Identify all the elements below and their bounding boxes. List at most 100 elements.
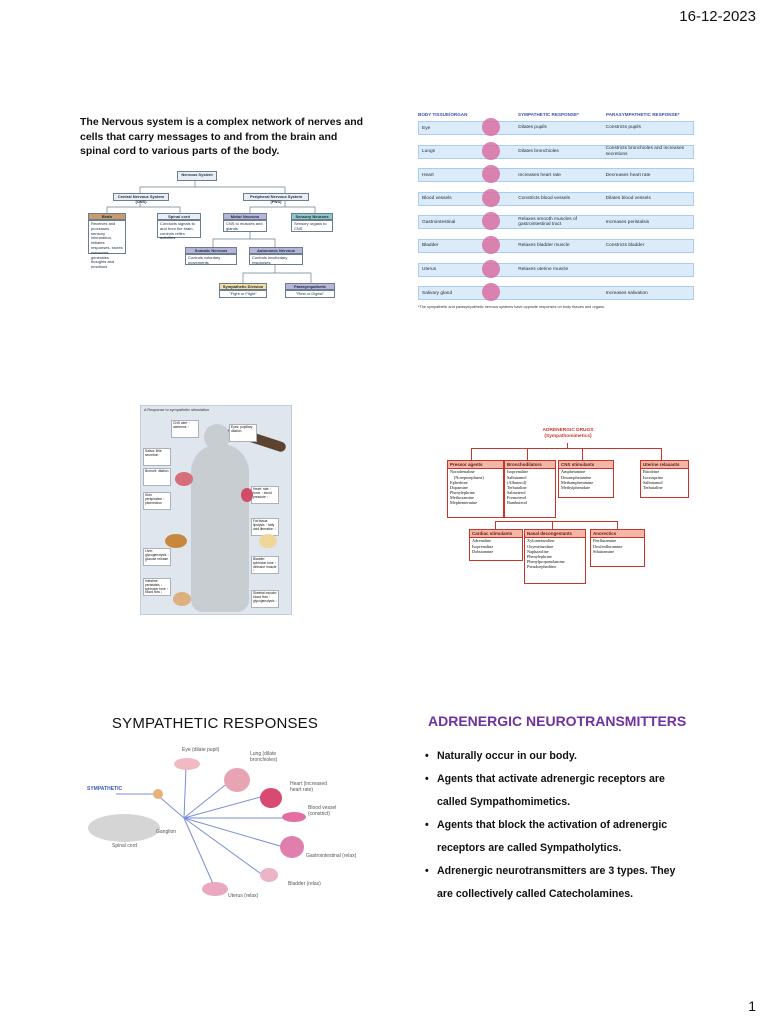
drug-item: Noradrenaline: [450, 469, 475, 475]
table-row: Bladder Relaxes bladder muscle Constricts …: [418, 235, 694, 254]
box-brain: Brain: [88, 213, 126, 220]
box-somatic: Somatic Nervous System: [185, 247, 237, 258]
organ-icon-cell: [463, 165, 519, 184]
organ-icon-cell: [463, 141, 519, 160]
label-eyes: Eyes: pupillary dilation: [229, 424, 257, 442]
cell-sympathetic: Relaxes bladder muscle: [518, 243, 570, 249]
drug-item: Phenylephrine: [527, 553, 552, 559]
label-heart: Heart (increased heart rate): [290, 781, 327, 793]
connector: [582, 448, 583, 460]
organ-icon: [481, 259, 500, 278]
connector: [617, 521, 618, 529]
organ-icon-cell: [463, 259, 519, 278]
box-parasympathetic-desc: "Rest or Digest": [285, 290, 335, 298]
bullet-item: Naturally occur in our body.: [425, 745, 695, 768]
box-cns: Central Nervous System (CNS): [113, 193, 169, 204]
connector: [527, 448, 528, 460]
drug-item: Terbutaline: [507, 484, 527, 490]
box-autonomic: Autonomic Nervous System: [249, 247, 303, 258]
cell-sympathetic: Relaxes smooth muscles of gastrointestin…: [518, 217, 577, 228]
label-fat: Fat tissue: lipolysis ↑ fatty acid liber…: [251, 518, 279, 536]
drug-group-uterine-relaxants: Uterine relaxants Ritodrine Isoxsuprine …: [640, 460, 689, 498]
box-pns: Peripheral Nervous System (PNS): [243, 193, 309, 204]
sympathetic-tag: SYMPATHETIC: [87, 786, 123, 792]
organ-icon-cell: [463, 283, 519, 302]
drug-group-anorectics: Anorectics Fenfluramine Dexfenfluramine …: [590, 529, 645, 567]
autonomic-responses-table: BODY TISSUE/ORGAN SYMPATHETIC RESPONSE* …: [418, 112, 694, 310]
lungs-icon: [175, 472, 193, 486]
box-nervous-system: Nervous System: [177, 171, 217, 181]
label-ganglion: Ganglion: [156, 829, 177, 835]
drugs-title: ADRENERGIC DRUGS (Sympathomimetics): [447, 428, 689, 440]
intestine-icon: [173, 592, 191, 606]
drug-item: Salbutamol: [643, 479, 663, 485]
cell-parasympathetic: Increases peristalsis: [605, 219, 650, 225]
cell-organ: Gastrointestinal: [422, 219, 456, 225]
sympathetic-responses-figure: SYMPATHETIC Eye (dilate pupil) Lung (dil…: [84, 747, 364, 908]
drug-item: Naphazoline: [527, 548, 549, 554]
drug-group-cardiac-stimulants: Cardiac stimulants Adrenaline Isoprenali…: [469, 529, 523, 561]
label-spinal-cord: Spinal cord: [112, 843, 138, 849]
box-sympathetic-desc: "Fight or Flight": [219, 290, 267, 298]
cell-organ: Blood vessels: [422, 196, 452, 202]
box-spinal-cord: Spinal cord: [157, 213, 201, 220]
drug-group-bronchodilators: Bronchodilators Isoprenaline Salbutamol …: [504, 460, 556, 518]
adrenergic-bullet-list: Naturally occur in our body. Agents that…: [425, 745, 695, 906]
cell-parasympathetic: Dilates blood vessels: [605, 196, 651, 202]
drug-item: Phenylpropanolamine: [527, 559, 565, 565]
drug-group-title: Cardiac stimulants: [470, 530, 522, 539]
drugs-title-line2: (Sympathomimetics): [544, 433, 592, 439]
nervous-system-intro-text: The Nervous system is a complex network …: [80, 116, 364, 158]
cell-sympathetic: Dilates pupils: [518, 125, 547, 131]
label-lung: Lung (dilate bronchioles): [250, 751, 278, 763]
connector: [471, 448, 661, 449]
stomach-icon: [280, 836, 304, 858]
drug-group-title: CNS stimulants: [559, 461, 613, 470]
box-spinal-desc: Conducts signals to and from the brain, …: [157, 220, 201, 240]
adrenergic-drugs-chart: ADRENERGIC DRUGS (Sympathomimetics) Pres…: [447, 425, 689, 590]
drug-item: Xylometazoline: [527, 538, 555, 544]
table-row: Uterus Relaxes uterine muscle: [418, 259, 694, 278]
organ-icon-cell: [463, 118, 519, 136]
cell-organ: Uterus: [422, 267, 437, 273]
cell-organ: Heart: [422, 172, 434, 178]
drug-item: Isoprenaline: [472, 543, 494, 549]
eye-icon: [174, 758, 200, 770]
figure-body: [191, 444, 249, 612]
cell-sympathetic: Relaxes uterine muscle: [518, 266, 569, 272]
heart-icon: [241, 488, 253, 502]
drug-item: Fenfluramine: [593, 538, 617, 544]
bullet-continuation: are collectively called Catecholamines.: [437, 888, 634, 900]
drug-item: Dexfenfluramine: [593, 543, 623, 549]
cell-sympathetic: Increases heart rate: [518, 172, 561, 178]
cell-organ: Bladder: [422, 243, 439, 249]
label-bladder: Bladder (relax): [288, 881, 321, 887]
connector: [471, 448, 472, 460]
liver-icon: [165, 534, 187, 548]
drug-item: Salbutamol: [507, 474, 527, 480]
drug-item: Dexamphetamine: [561, 474, 592, 480]
lung-icon: [224, 768, 250, 792]
table-header: BODY TISSUE/ORGAN SYMPATHETIC RESPONSE* …: [418, 112, 694, 117]
organ-icon-cell: [463, 212, 519, 231]
drug-item: Oxymetazoline: [527, 543, 554, 549]
drug-item: Amphetamine: [561, 469, 586, 475]
drug-item: Pseudoephedrine: [527, 564, 557, 570]
figure-caption: A Response to sympathetic stimulation: [144, 408, 210, 412]
label-eye: Eye (dilate pupil): [182, 747, 220, 753]
label-gut: Intestine: peristalsis ↓ sphincter tone …: [143, 578, 171, 596]
connector: [495, 521, 496, 529]
cell-parasympathetic: Constricts bladder: [605, 243, 645, 249]
organ-icon: [481, 188, 500, 207]
label-uterus: Uterus (relax): [228, 893, 259, 899]
box-somatic-desc: Controls voluntary movements: [185, 254, 237, 265]
drug-group-pressor: Pressor agents Noradrenaline (Norepineph…: [447, 460, 504, 518]
connector: [552, 521, 553, 529]
drug-group-title: Uterine relaxants: [641, 461, 688, 470]
organ-icon: [481, 165, 500, 184]
fat-tissue-icon: [259, 534, 277, 548]
